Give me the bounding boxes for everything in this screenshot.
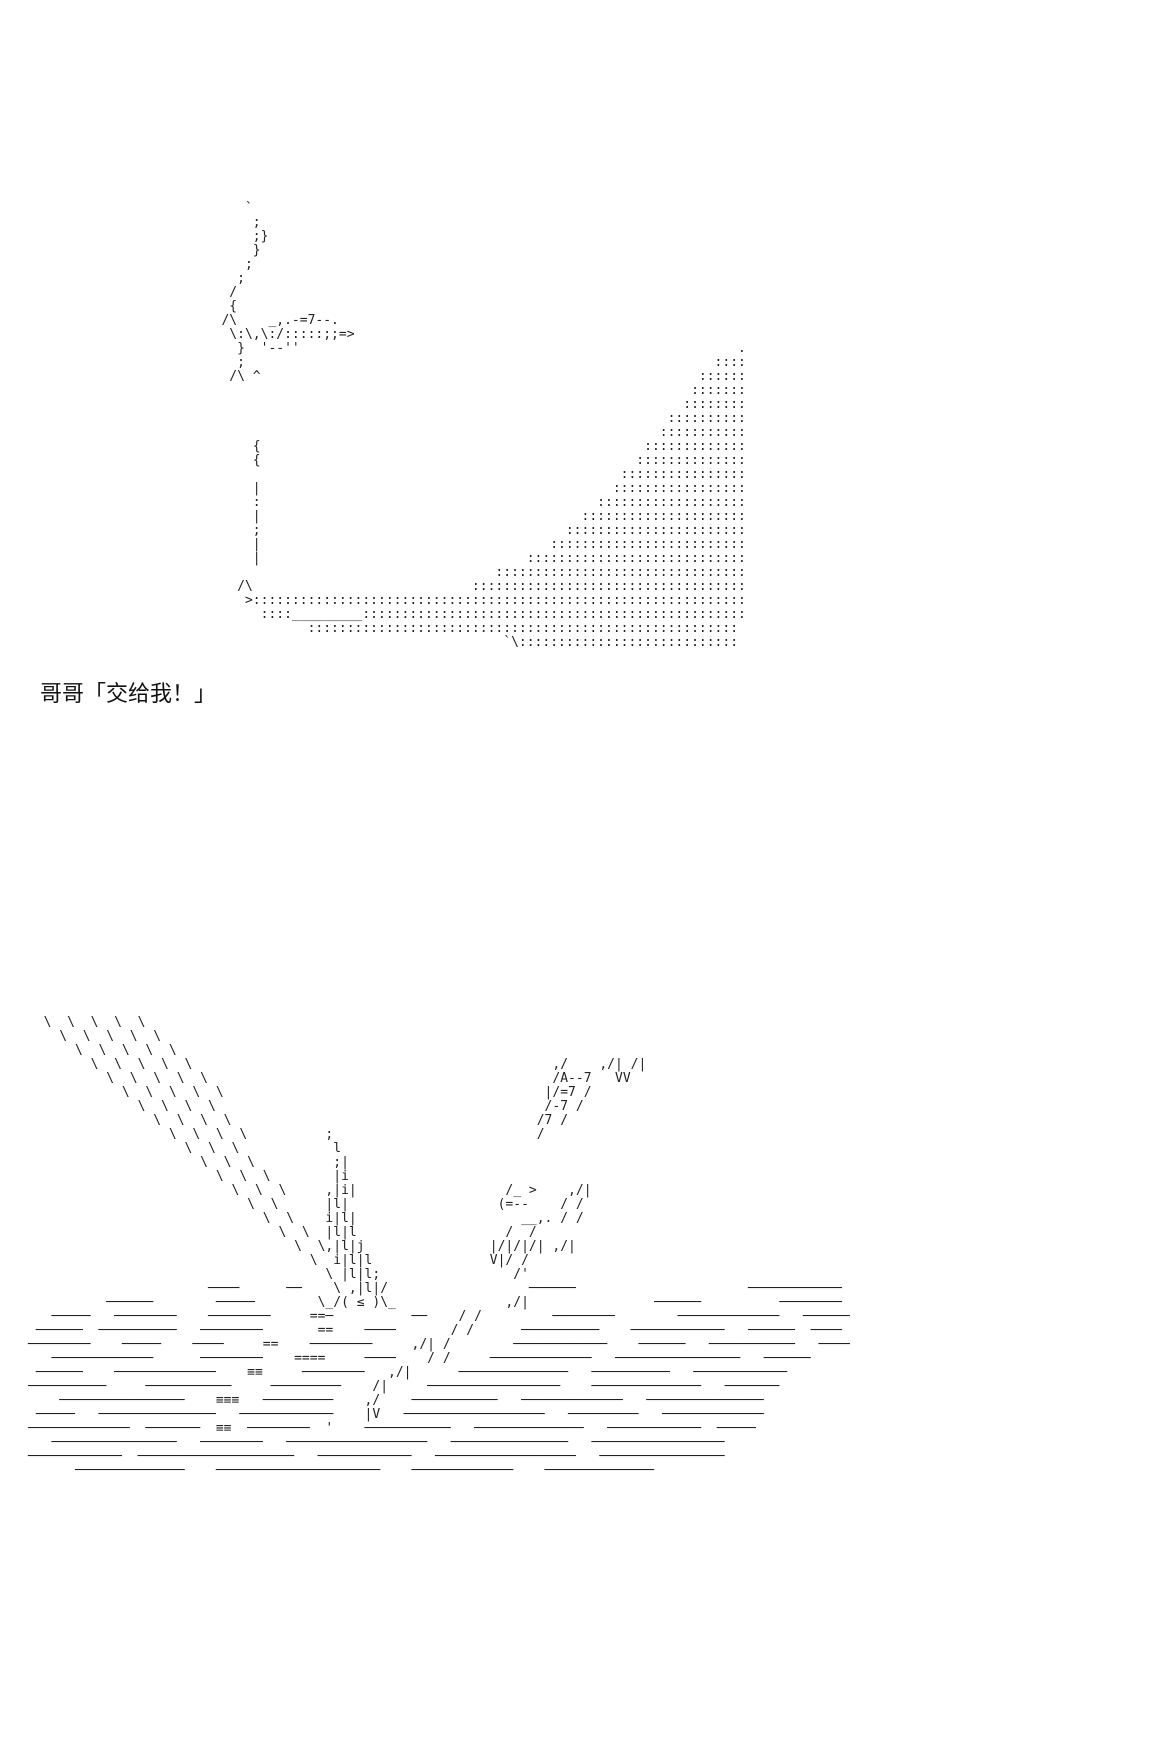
ascii-art-panel-top: ` ; ;} } ; ; / { /\ _,.-=7--. \:\,\:/:::… (221, 201, 746, 650)
ascii-art-panel-bottom: \ \ \ \ \ \ \ \ \ \ \ \ \ \ \ \ \ \ \ \ … (28, 1015, 850, 1478)
dialogue-caption: 哥哥「交给我！」 (40, 681, 217, 706)
